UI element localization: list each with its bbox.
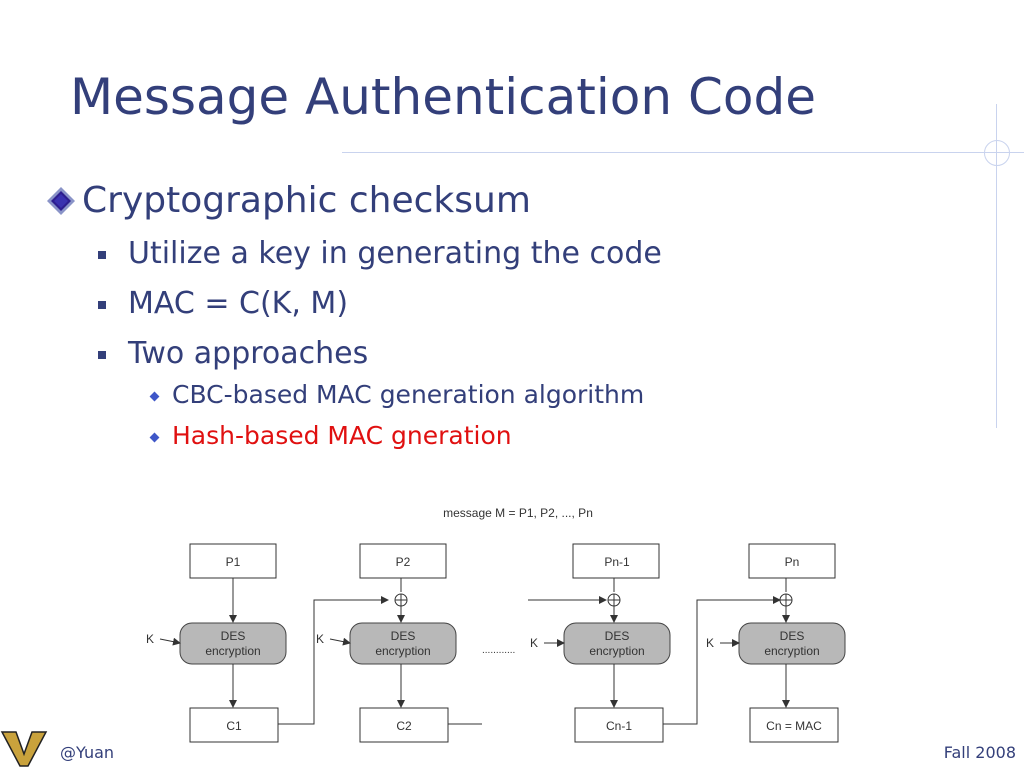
output-label-c2: C2	[396, 719, 412, 733]
input-label-p2: P2	[396, 555, 411, 569]
footer-date: Fall 2008	[943, 743, 1016, 762]
encryption-label-n: encryption	[764, 644, 819, 658]
decorative-horizontal-line	[342, 152, 1024, 153]
sub-bullet-two-approaches: Two approaches	[128, 336, 369, 371]
diagram-ellipsis: ............	[482, 645, 515, 656]
output-box-c2	[359, 707, 449, 743]
output-label-mac: Cn = MAC	[766, 719, 822, 733]
des-label-n: DES	[780, 629, 805, 643]
key-label-n: K	[706, 636, 714, 650]
square-bullet-icon	[98, 251, 106, 259]
decorative-vertical-line	[996, 104, 997, 428]
decorative-circle	[984, 140, 1010, 166]
output-label-c1: C1	[226, 719, 242, 733]
des-label-1: DES	[221, 629, 246, 643]
diamond-bullet-icon	[47, 187, 75, 215]
input-box-pn	[748, 543, 836, 579]
footer-author: @Yuan	[60, 743, 115, 762]
input-label-p1: P1	[226, 555, 241, 569]
encryption-label-1: encryption	[205, 644, 260, 658]
key-label-2: K	[316, 632, 324, 646]
input-label-pn-1: Pn-1	[604, 555, 630, 569]
key-label-n-1: K	[530, 636, 538, 650]
bullet-cryptographic-checksum: Cryptographic checksum	[82, 180, 531, 221]
cbc-mac-diagram: message M = P1, P2, ..., Pn P1 DES encry…	[146, 506, 846, 743]
subsub-bullet-hash-mac: Hash-based MAC gneration	[172, 421, 512, 450]
sub-bullet-mac-formula: MAC = C(K, M)	[128, 286, 349, 321]
input-box-p2	[359, 543, 447, 579]
output-box-mac	[749, 707, 839, 743]
diagram-caption: message M = P1, P2, ..., Pn	[443, 506, 593, 520]
output-box-c1	[189, 707, 279, 743]
output-label-cn-1: Cn-1	[606, 719, 632, 733]
sub-bullet-utilize-key: Utilize a key in generating the code	[128, 236, 662, 271]
vanderbilt-logo-icon	[0, 731, 48, 767]
subsub-bullet-cbc-mac: CBC-based MAC generation algorithm	[172, 380, 645, 409]
des-label-n-1: DES	[605, 629, 630, 643]
input-box-pn-1	[572, 543, 660, 579]
output-box-cn-1	[574, 707, 664, 743]
square-bullet-icon	[98, 351, 106, 359]
encryption-label-n-1: encryption	[589, 644, 644, 658]
small-diamond-bullet-icon	[149, 391, 160, 402]
small-diamond-bullet-icon	[149, 432, 160, 443]
encryption-label-2: encryption	[375, 644, 430, 658]
slide-title: Message Authentication Code	[70, 68, 816, 126]
key-label-1: K	[146, 632, 154, 646]
square-bullet-icon	[98, 301, 106, 309]
input-box-p1	[189, 543, 277, 579]
input-label-pn: Pn	[785, 555, 800, 569]
des-label-2: DES	[391, 629, 416, 643]
